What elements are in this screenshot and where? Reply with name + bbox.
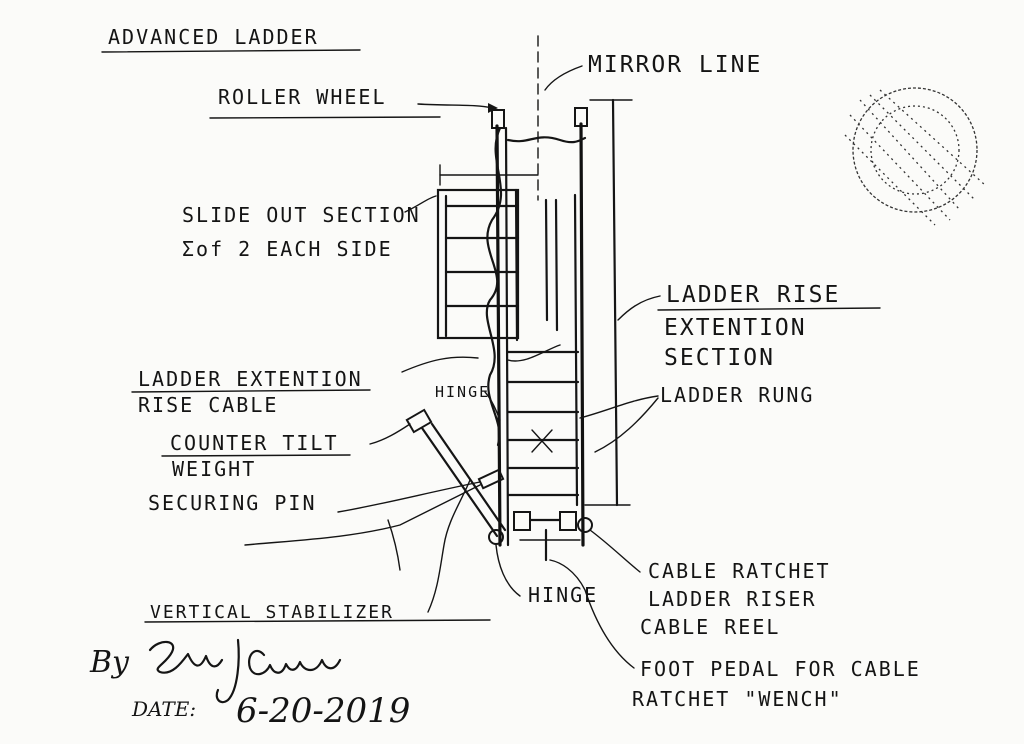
- center-rail-b: [554, 198, 559, 332]
- ladder-rise-leader: [617, 295, 661, 321]
- counter-tilt-label-1: COUNTER TILT: [170, 431, 339, 455]
- stabilizer-arm-1: [420, 426, 499, 538]
- ground-slope: [244, 484, 481, 546]
- foot-pedal-leader: [549, 559, 635, 669]
- right-stile-outer: [579, 122, 585, 547]
- securing-pin-leader: [337, 481, 481, 513]
- ext-cable-leader: [401, 356, 479, 373]
- center-rail-a: [544, 198, 549, 322]
- ladder-rise-label-3: SECTION: [664, 345, 775, 371]
- motion-arrow: [531, 429, 553, 453]
- diagram-title: ADVANCED LADDER: [108, 25, 319, 49]
- counter-tilt-leader: [369, 423, 411, 445]
- ext-cable-label-2: RISE CABLE: [138, 393, 278, 417]
- handwritten-signature: [148, 638, 342, 704]
- mirror-line-leader: [544, 65, 583, 91]
- right-base-wheel: [577, 517, 593, 533]
- cable-ratchet-left: [513, 511, 531, 531]
- arc-mark: [387, 519, 401, 571]
- slide-out-rungs: [444, 204, 520, 308]
- slide-out-label-1: SLIDE OUT SECTION: [182, 203, 421, 227]
- slide-out-section-frame: [436, 188, 520, 340]
- mirror-line-label: MIRROR LINE: [588, 52, 762, 78]
- ladder-rung-leader-1: [579, 395, 659, 419]
- roller-wheel-label: ROLLER WHEEL: [218, 85, 387, 109]
- extension-rise-cable: [485, 126, 503, 447]
- signature-by: By: [89, 645, 130, 680]
- roller-wheel-arrowhead: [488, 103, 498, 113]
- ladder-rise-label-2: EXTENTION: [664, 315, 807, 341]
- left-stile-outer: [495, 124, 502, 547]
- roller-wheel-leader: [417, 103, 493, 109]
- ladder-rise-label-1: LADDER RISE: [666, 282, 840, 308]
- left-base-wheel: [488, 529, 504, 545]
- extension-cable-curve: [507, 344, 561, 362]
- hinge-upper-leader: [484, 391, 501, 421]
- lower-ladder-rungs: [506, 350, 580, 497]
- hinge-lower-label: HINGE: [528, 583, 598, 607]
- ladder-rung-leader-2: [594, 397, 659, 453]
- vertical-stabilizer-leader: [427, 479, 471, 613]
- stamp-texture: [844, 89, 986, 226]
- slide-out-leader: [404, 195, 437, 213]
- securing-pin-label: SECURING PIN: [148, 491, 317, 515]
- right-stile-inner: [573, 193, 579, 507]
- ladder-rise-underline: [657, 307, 881, 311]
- roller-wheel-underline: [209, 116, 441, 119]
- date-label: DATE:: [131, 697, 196, 721]
- top-cable-loop: [506, 136, 587, 144]
- hinge-lower-leader: [495, 544, 521, 597]
- stamp-inner-ring: [870, 105, 960, 195]
- stamp-outer-ring: [852, 87, 978, 213]
- counter-tilt-underline: [161, 454, 351, 457]
- cable-ratchet-leader: [589, 529, 641, 573]
- counter-tilt-weight: [405, 408, 433, 434]
- vertical-stabilizer-underline: [144, 619, 491, 623]
- securing-pin: [477, 468, 505, 490]
- official-stamp: [844, 87, 986, 226]
- ext-cable-label-1: LADDER EXTENTION: [138, 367, 363, 391]
- cable-ratchet-label-2: LADDER RISER: [648, 587, 817, 611]
- title-underline: [101, 49, 361, 53]
- ladder-rung-label: LADDER RUNG: [660, 383, 814, 407]
- foot-pedal-label-1: FOOT PEDAL FOR CABLE: [640, 657, 921, 681]
- cable-ratchet-right: [559, 511, 577, 531]
- stabilizer-arm-2: [430, 422, 507, 532]
- slide-out-label-2: Σof 2 EACH SIDE: [182, 237, 393, 261]
- ext-cable-underline: [131, 389, 371, 393]
- rise-dimension-line: [611, 98, 619, 507]
- date-value: 6-20-2019: [236, 691, 410, 731]
- left-stile-inner: [504, 126, 510, 547]
- slide-inner-rail: [514, 188, 519, 342]
- counter-tilt-label-2: WEIGHT: [172, 457, 256, 481]
- hinge-upper-label: HINGE: [435, 383, 490, 401]
- cable-ratchet-label-1: CABLE RATCHET: [648, 559, 831, 583]
- vertical-stabilizer-label: VERTICAL STABILIZER: [150, 602, 394, 623]
- foot-pedal-label-2: RATCHET "WENCH": [632, 687, 843, 711]
- cable-ratchet-label-3: CABLE REEL: [640, 615, 780, 639]
